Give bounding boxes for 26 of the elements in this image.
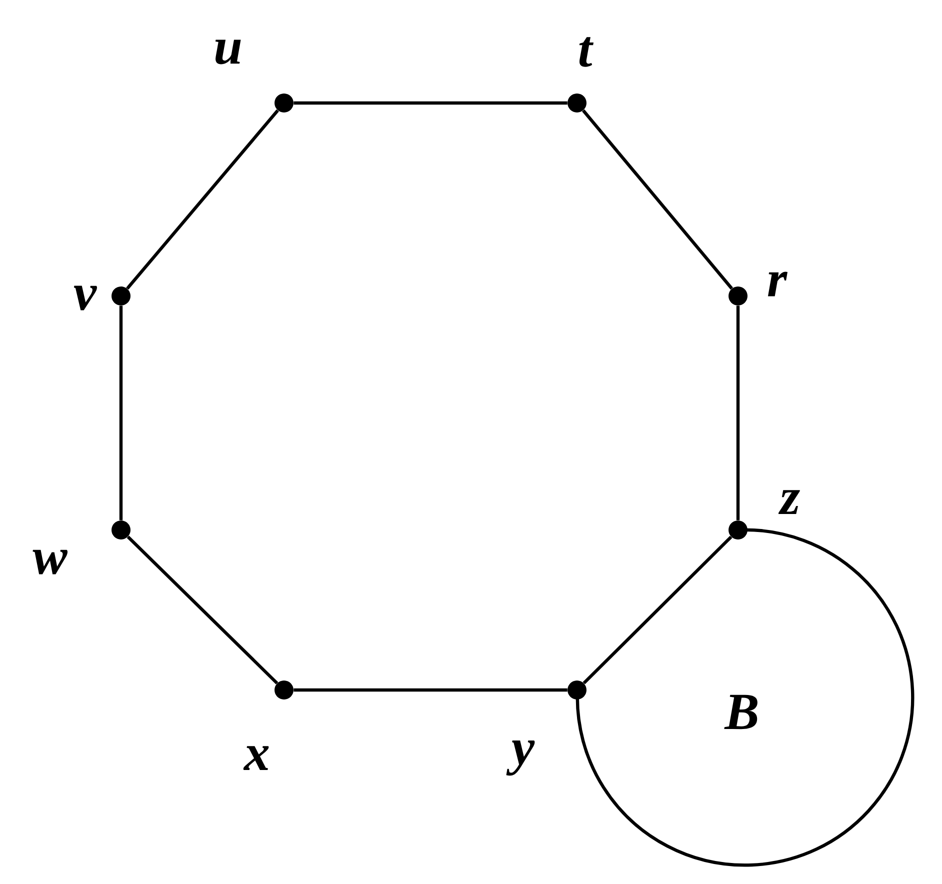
vertex-label: w	[32, 550, 68, 574]
vertex-label: x	[243, 746, 269, 770]
vertex-label: v	[74, 286, 97, 310]
vertex-dot	[728, 520, 748, 540]
edge-line	[582, 109, 734, 290]
edge-line	[736, 306, 740, 520]
edge-line	[126, 536, 278, 684]
vertex-dot	[274, 680, 294, 700]
vertex-dot	[568, 680, 586, 700]
vertex-label: r	[768, 272, 788, 296]
vertex-dot	[728, 286, 748, 306]
vertex-label: t	[579, 37, 594, 67]
edge-line	[294, 101, 568, 105]
vertex-label: u	[215, 40, 241, 64]
vertex-label: z	[778, 490, 800, 514]
arc-line	[575, 528, 914, 867]
edge-line	[582, 536, 732, 684]
vertex-dot	[568, 94, 586, 112]
vertex-dot	[274, 94, 294, 112]
vertex-dot	[112, 520, 130, 540]
edge-line	[119, 306, 123, 520]
edge-line	[126, 109, 279, 290]
region-label: B	[724, 694, 758, 730]
edge-line	[294, 688, 568, 692]
vertex-dot	[112, 286, 130, 306]
vertex-label: y	[506, 740, 535, 776]
